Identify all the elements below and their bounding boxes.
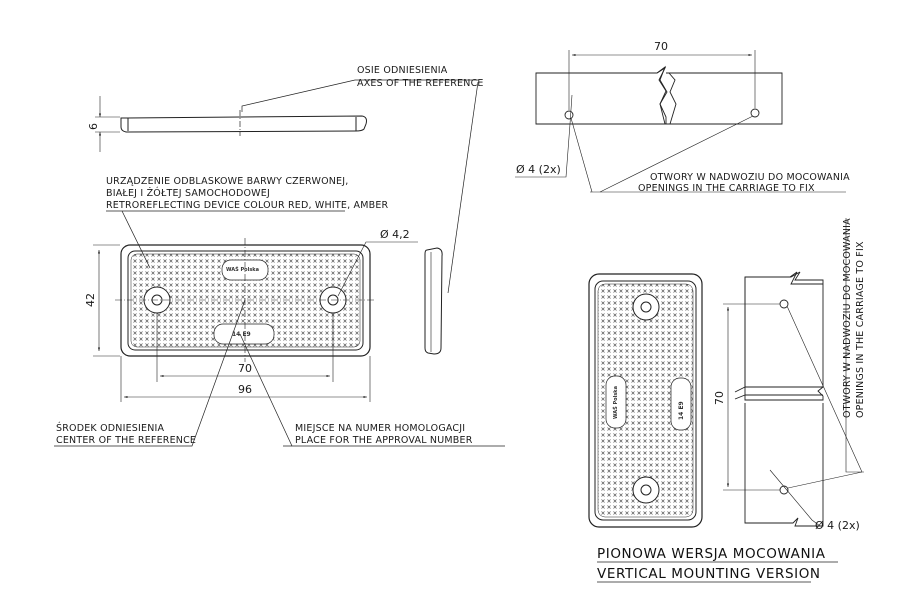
horizontal-mounting-view [515, 50, 846, 193]
holes-label-pl-vertical: OTWORY W NADWOZIU DO MOCOWANIA [842, 218, 853, 418]
holes-label-en-vertical: OPENINGS IN THE CARRIAGE TO FIX [855, 241, 866, 418]
device-label-pl-2: BIAŁEJ I ŻÓŁTEJ SAMOCHODOWEJ [106, 188, 270, 199]
bottom-leaders [54, 299, 505, 447]
dim-hole-spacing: 70 [238, 362, 252, 375]
device-leader [106, 210, 345, 269]
vertical-mounting-plate [597, 218, 864, 583]
approval-label-en: PLACE FOR THE APPROVAL NUMBER [295, 435, 473, 446]
approval-mark-vertical: 14 E9 [678, 401, 685, 420]
brand-mark-vertical: WAŚ Polska [613, 386, 619, 419]
fix-hole-left [564, 110, 574, 120]
front-view [115, 238, 376, 362]
vertical-title-pl: PIONOWA WERSJA MOCOWANIA [597, 546, 826, 562]
holes-label-pl: OTWORY W NADWOZIU DO MOCOWANIA [650, 172, 850, 183]
approval-mark: 14 E9 [232, 331, 251, 338]
vertical-title-en: VERTICAL MOUNTING VERSION [597, 566, 821, 582]
vertical-hole-bottom [632, 476, 660, 504]
dim-height: 42 [84, 293, 97, 307]
dim-fix-hole-bottom: Ø 4 (2x) [815, 519, 860, 532]
dim-hole-diameter: Ø 4,2 [380, 228, 410, 241]
fix-hole-right [750, 108, 760, 118]
brand-mark: WAŚ Polska [226, 267, 259, 273]
device-label-pl-1: URZĄDZENIE ODBLASKOWE BARWY CZERWONEJ, [106, 176, 349, 187]
holes-label-en: OPENINGS IN THE CARRIAGE TO FIX [638, 183, 815, 194]
vertical-hole-top [632, 293, 660, 321]
axes-label-en: AXES OF THE REFERENCE [357, 78, 484, 89]
axes-label-pl: OSIE ODNIESIENIA [357, 65, 448, 76]
dim-fix-hole-top: Ø 4 (2x) [516, 163, 561, 176]
approval-label-pl: MIEJSCE NA NUMER HOMOLOGACJI [295, 423, 466, 434]
front-dimensions [93, 241, 418, 402]
axes-leader [241, 79, 479, 294]
center-label-en: CENTER OF THE REFERENCE [56, 435, 197, 446]
dim-length: 96 [238, 383, 252, 396]
dim-top-spacing: 70 [654, 40, 668, 53]
device-label-en: RETROREFLECTING DEVICE COLOUR RED, WHITE… [106, 200, 389, 211]
center-label-pl: ŚRODEK ODNIESIENIA [56, 423, 165, 434]
dim-vertical-spacing: 70 [713, 391, 726, 405]
dim-thickness: 6 [87, 123, 100, 130]
side-view-right [424, 247, 443, 355]
side-view-top [95, 96, 367, 152]
vertical-front-view [588, 273, 703, 528]
